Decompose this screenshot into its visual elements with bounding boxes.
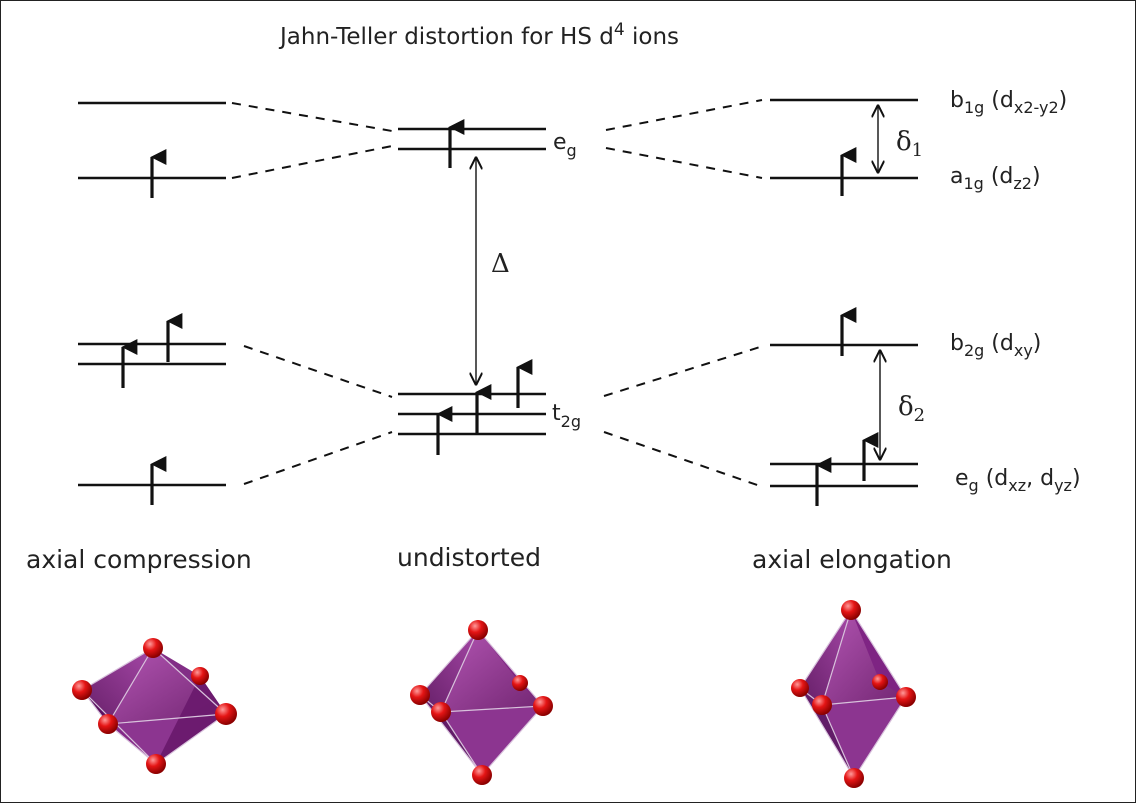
- left-levels: [78, 101, 226, 487]
- oxygen-atom: [512, 675, 528, 691]
- dashed-connector: [605, 147, 763, 179]
- oxygen-atom: [844, 768, 864, 788]
- oxygen-atom: [146, 754, 166, 774]
- b2g-label: b2g (dxy): [950, 331, 1041, 360]
- oxygen-atom: [143, 638, 163, 658]
- octahedron-undistorted: [410, 620, 553, 785]
- oxygen-atom: [72, 680, 92, 700]
- center-levels: [398, 127, 546, 436]
- dashed-connector: [603, 431, 761, 487]
- oxygen-atom: [812, 695, 832, 715]
- t2g-label: t2g: [552, 401, 581, 431]
- dashed-connector: [231, 145, 393, 179]
- oxygen-atom: [468, 620, 488, 640]
- octahedron-elongated: [791, 600, 916, 788]
- dashed-connector: [603, 346, 761, 397]
- oxygen-atom: [896, 687, 916, 707]
- dashed-connector: [231, 102, 393, 132]
- caption-undistorted: undistorted: [397, 543, 541, 572]
- oxygen-atom: [410, 685, 430, 705]
- right-spins: [815, 147, 879, 506]
- dashed-connector: [243, 431, 393, 485]
- dashed-connector: [605, 99, 763, 131]
- dashed-correlation-left: [231, 102, 393, 485]
- caption-axial-compression: axial compression: [26, 545, 252, 574]
- delta1-label: δ1: [896, 127, 923, 161]
- oxygen-atom: [872, 674, 888, 690]
- oxygen-atom: [841, 600, 861, 620]
- right-levels: [770, 98, 918, 488]
- eg-label: eg: [553, 130, 577, 160]
- left-spins: [121, 149, 183, 505]
- center-spins: [436, 119, 533, 455]
- delta-label: Δ: [491, 249, 510, 279]
- b1g-label: b1g (dx2-y2): [950, 88, 1067, 117]
- oxygen-atom: [472, 765, 492, 785]
- a1g-label: a1g (dz2): [950, 164, 1041, 193]
- diagram-title: Jahn-Teller distortion for HS d4 ions: [278, 20, 679, 50]
- delta2-label: δ2: [898, 392, 925, 426]
- oxygen-atom: [98, 714, 118, 734]
- oxygen-atom: [191, 667, 209, 685]
- eg-right-label: eg (dxz, dyz): [955, 466, 1081, 495]
- oxygen-atom: [215, 703, 237, 725]
- dashed-correlation-right: [603, 99, 763, 487]
- oxygen-atom: [533, 696, 553, 716]
- oxygen-atom: [431, 702, 451, 722]
- dashed-connector: [243, 345, 393, 398]
- octahedron-compressed: [72, 638, 237, 774]
- caption-axial-elongation: axial elongation: [752, 545, 952, 574]
- oxygen-atom: [791, 679, 809, 697]
